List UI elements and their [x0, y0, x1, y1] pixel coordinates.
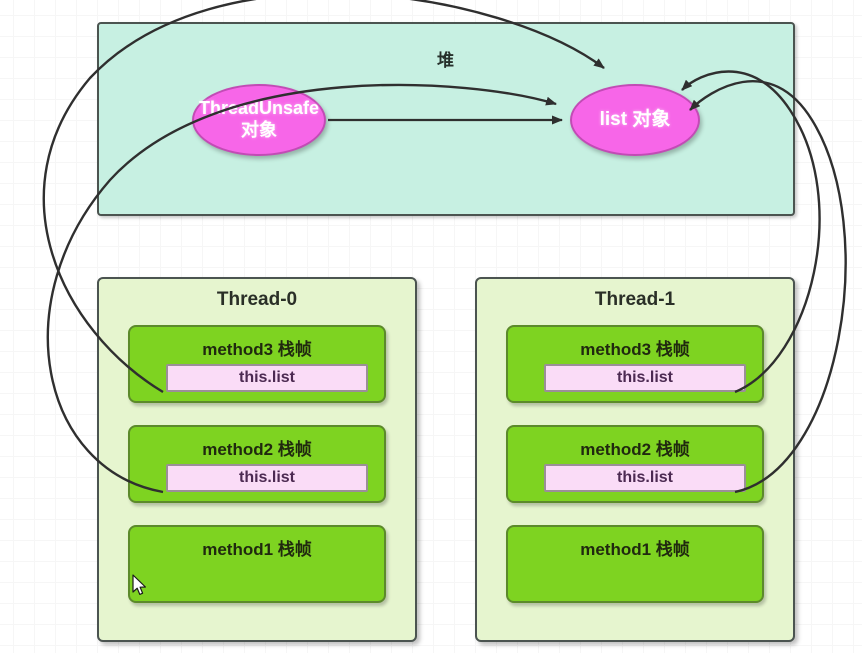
stack-frame-method3[interactable]: method3 栈帧 this.list — [506, 325, 764, 403]
frame-title: method3 栈帧 — [202, 340, 312, 359]
frame-title: method3 栈帧 — [580, 340, 690, 359]
thread-stack-thread-1: Thread-1 method3 栈帧 this.list method2 栈帧… — [475, 277, 795, 642]
variable-slot-this-list[interactable]: this.list — [544, 464, 746, 492]
frame-title: method2 栈帧 — [580, 440, 690, 459]
variable-slot-this-list[interactable]: this.list — [544, 364, 746, 392]
stack-frame-method3[interactable]: method3 栈帧 this.list — [128, 325, 386, 403]
frame-title: method1 栈帧 — [202, 540, 312, 559]
stack-frame-method2[interactable]: method2 栈帧 this.list — [506, 425, 764, 503]
variable-slot-this-list[interactable]: this.list — [166, 464, 368, 492]
thread-0-frames: method3 栈帧 this.list method2 栈帧 this.lis… — [128, 325, 386, 625]
thread-1-frames: method3 栈帧 this.list method2 栈帧 this.lis… — [506, 325, 764, 625]
heap-object-threadunsafe[interactable]: ThreadUnsafe 对象 — [192, 84, 326, 156]
stack-frame-method2[interactable]: method2 栈帧 this.list — [128, 425, 386, 503]
stack-frame-method1[interactable]: method1 栈帧 — [506, 525, 764, 603]
heap-label: 堆 — [437, 51, 455, 70]
frame-title: method1 栈帧 — [580, 540, 690, 559]
frame-title: method2 栈帧 — [202, 440, 312, 459]
heap-object-list[interactable]: list 对象 — [570, 84, 700, 156]
mouse-cursor-icon — [132, 574, 146, 595]
thread-1-title: Thread-1 — [594, 289, 676, 310]
stack-frame-method1[interactable]: method1 栈帧 — [128, 525, 386, 603]
variable-slot-this-list[interactable]: this.list — [166, 364, 368, 392]
thread-0-title: Thread-0 — [216, 289, 298, 310]
